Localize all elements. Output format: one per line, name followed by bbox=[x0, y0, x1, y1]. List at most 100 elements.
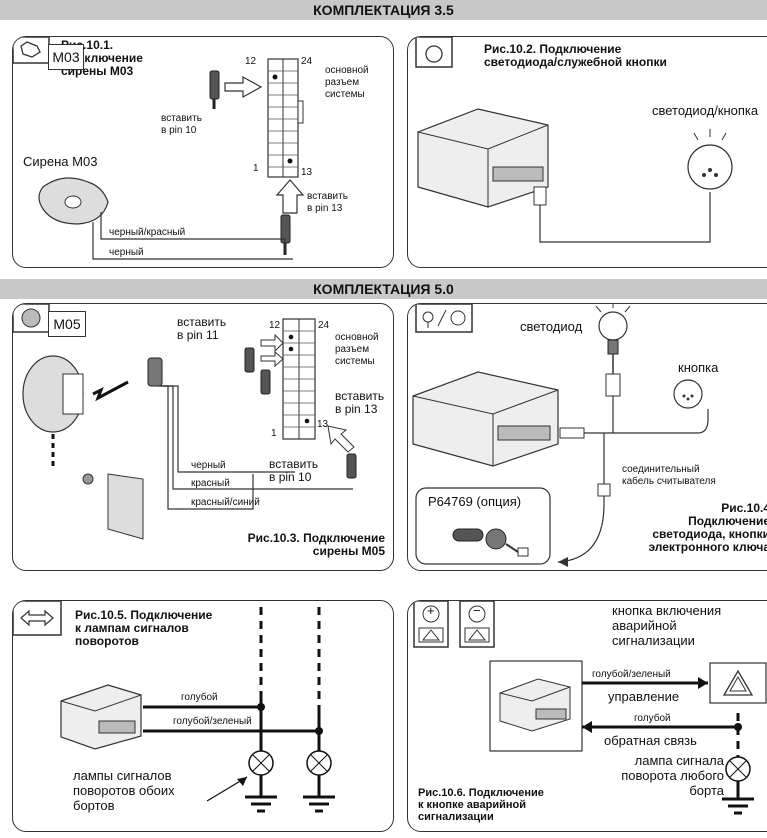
fig-10-3-panel: вставить в pin 11 12 24 основной разъем … bbox=[12, 303, 394, 571]
wire-control-color-label: голубой/зеленый bbox=[592, 669, 671, 680]
wire-red-blue bbox=[161, 385, 254, 510]
wire-red-label-m05: красный bbox=[191, 478, 230, 489]
mount-bracket bbox=[82, 473, 144, 540]
lamp-10-6 bbox=[722, 756, 754, 815]
button-device bbox=[673, 379, 703, 409]
feedback-label: обратная связь bbox=[604, 733, 697, 748]
wire-red-blue-label-m05: красный/синий bbox=[191, 497, 260, 508]
arrow-pin13 bbox=[275, 179, 305, 214]
siren-m03 bbox=[38, 177, 109, 225]
hazard-button-label: кнопка включения аварийной сигнализации bbox=[612, 603, 722, 648]
hazard-button bbox=[709, 662, 767, 704]
fig-10-6-drawing bbox=[413, 601, 767, 815]
reader-cable-label: соединительный кабель считывателя bbox=[622, 464, 716, 487]
fig-10-5-drawing bbox=[13, 601, 335, 813]
led-label: светодиод bbox=[520, 319, 583, 334]
lamps-label: лампы сигналов поворотов обоих бортов bbox=[73, 768, 175, 813]
pin-12-label-m05: 12 bbox=[269, 320, 281, 331]
wire-black-label-m05: черный bbox=[191, 460, 226, 471]
terminal-pin10 bbox=[209, 70, 220, 109]
fig-10-4-panel: светодиод кнопка соединительный кабель с… bbox=[407, 303, 767, 571]
fig-10-5-title: Рис.10.5. Подключение к лампам сигналов … bbox=[75, 608, 213, 648]
siren-icon-shape bbox=[20, 41, 41, 58]
electronic-key-reader bbox=[452, 528, 529, 557]
lamp-label: лампа сигнала поворота любого борта bbox=[621, 753, 724, 798]
wire-red bbox=[163, 385, 353, 490]
fig-10-6-panel: + − кнопка включения аварийной сигнализа… bbox=[407, 600, 767, 832]
pin-1-label-m05: 1 bbox=[271, 428, 277, 439]
led-device bbox=[595, 304, 631, 397]
wire-feedback-color-label: голубой bbox=[634, 713, 671, 724]
arrow-pin10 bbox=[224, 75, 263, 99]
reader-cable bbox=[557, 433, 605, 563]
led-button-device bbox=[687, 129, 733, 190]
plug-m05 bbox=[147, 357, 163, 387]
siren-icon bbox=[13, 37, 50, 64]
arrow-pin10 bbox=[260, 350, 284, 368]
connector-label-m05: основной разъем системы bbox=[335, 332, 379, 367]
module-plug bbox=[533, 186, 547, 206]
control-label: управление bbox=[608, 689, 680, 704]
minus-label: − bbox=[473, 603, 481, 618]
banner-kit-5-0: КОМПЛЕКТАЦИЯ 5.0 bbox=[0, 279, 767, 299]
fig-10-1-drawing bbox=[13, 37, 305, 260]
wire-black-red bbox=[100, 212, 286, 255]
fig-10-2-title: Рис.10.2. Подключение светодиода/служебн… bbox=[484, 42, 667, 69]
wire-led bbox=[584, 396, 614, 434]
fig-10-1-panel: Рис.10.1. Подключение сирены М03 12 24 1… bbox=[12, 36, 394, 268]
lamp-right bbox=[303, 750, 335, 813]
pin-13-label-m05: 13 bbox=[317, 419, 329, 430]
arrow-pin11 bbox=[260, 333, 284, 353]
pin-24-label-m05: 24 bbox=[318, 320, 330, 331]
main-connector bbox=[267, 58, 304, 178]
alarm-module bbox=[417, 108, 549, 208]
fig-10-6-title: Рис.10.6. Подключение к кнопке аварийной… bbox=[418, 787, 544, 823]
wire-black-red-label: черный/красный bbox=[109, 227, 186, 238]
terminal-pin10 bbox=[260, 369, 271, 395]
insert-pin11-label: вставить в pin 11 bbox=[177, 315, 227, 342]
siren-m03-label: Сирена М03 bbox=[23, 154, 98, 169]
insert-pin13-label: вставить в pin 13 bbox=[307, 191, 348, 214]
plus-label: + bbox=[427, 603, 435, 618]
pin-13-label: 13 bbox=[301, 167, 313, 178]
reader-arrow bbox=[558, 557, 568, 567]
wire-blue-label: голубой bbox=[181, 692, 218, 703]
terminal-pin11 bbox=[244, 347, 255, 373]
pin-12-label: 12 bbox=[245, 56, 257, 67]
pin-1-label: 1 bbox=[253, 163, 259, 174]
insert-pin13-label-m05: вставить в pin 13 bbox=[335, 389, 385, 416]
button-label: кнопка bbox=[678, 360, 719, 375]
connector-label: основной разъем системы bbox=[325, 65, 369, 100]
module-connector bbox=[559, 427, 585, 439]
fig-10-4-title: Рис.10.4 Подключение светодиода, кнопки … bbox=[648, 501, 767, 554]
main-connector-m05 bbox=[282, 318, 316, 440]
wire-led bbox=[539, 192, 711, 243]
arrow-pin13 bbox=[327, 425, 355, 453]
fig-10-2-panel: Рис.10.2. Подключение светодиода/служебн… bbox=[407, 36, 767, 268]
led-button-label: светодиод/кнопка bbox=[652, 103, 759, 118]
siren-m05 bbox=[22, 355, 84, 433]
fig-10-4-drawing bbox=[412, 304, 709, 567]
badge-m05: M05 bbox=[48, 311, 86, 337]
option-label: P64769 (опция) bbox=[428, 494, 522, 509]
fig-10-5-panel: Рис.10.5. Подключение к лампам сигналов … bbox=[12, 600, 394, 832]
wire-black-label: черный bbox=[109, 247, 144, 258]
banner-kit-3-5: КОМПЛЕКТАЦИЯ 3.5 bbox=[0, 0, 767, 20]
arrow-plug bbox=[92, 380, 129, 402]
alarm-module-5-0 bbox=[412, 371, 559, 467]
wire-black bbox=[92, 222, 293, 260]
lamp-left bbox=[245, 750, 277, 813]
badge-m03: M03 bbox=[48, 44, 84, 70]
reader-cable-plug bbox=[597, 483, 611, 497]
option-box bbox=[415, 487, 551, 565]
hazard-triangle-icon bbox=[722, 669, 754, 696]
fig-10-2-drawing bbox=[415, 37, 733, 243]
alarm-module-10-6 bbox=[499, 678, 571, 732]
alarm-module-10-5 bbox=[60, 684, 142, 750]
wire-blue-green-label: голубой/зеленый bbox=[173, 716, 252, 727]
insert-pin10-label-m05: вставить в pin 10 bbox=[269, 457, 319, 484]
double-arrow-icon bbox=[20, 609, 54, 627]
pin-24-label: 24 bbox=[301, 56, 313, 67]
fig-10-3-title: Рис.10.3. Подключение сирены М05 bbox=[247, 531, 385, 558]
terminal-pin13 bbox=[346, 453, 357, 479]
